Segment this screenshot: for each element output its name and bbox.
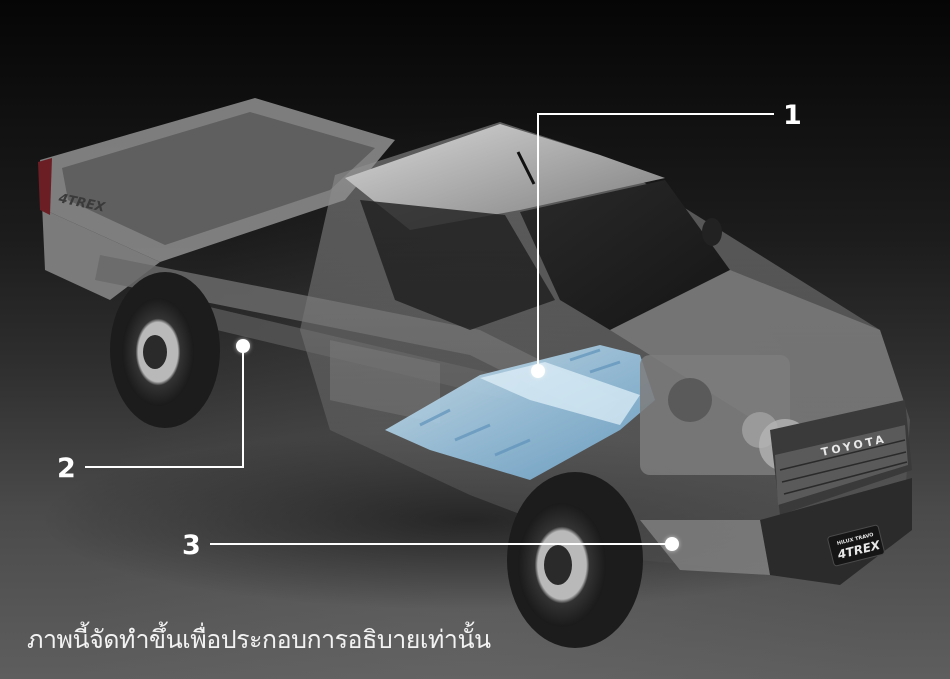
callout-3-label[interactable]: 3: [182, 530, 201, 561]
callout-2-label[interactable]: 2: [57, 453, 76, 484]
callout-3-marker-dot[interactable]: [665, 537, 679, 551]
side-mirror: [702, 218, 722, 246]
illustration-disclaimer: ภาพนี้จัดทำขึ้นเพื่อประกอบการอธิบายเท่าน…: [27, 625, 491, 654]
windshield: [520, 180, 730, 330]
front-bumper: [760, 478, 912, 585]
front-lower-panel: [640, 520, 770, 575]
callout-1-horizontal-line: [537, 113, 774, 115]
cab-roof: [345, 124, 665, 230]
callout-3-horizontal-line: [210, 543, 670, 545]
callout-1-vertical-line: [537, 113, 539, 370]
front-wheel: [507, 472, 643, 648]
rear-wheel: [110, 272, 220, 428]
tail-light: [38, 158, 52, 215]
hood: [610, 270, 905, 430]
cargo-bed: 4TREX: [38, 98, 395, 300]
callout-2-horizontal-line: [85, 466, 244, 468]
callout-2-vertical-line: [242, 346, 244, 468]
antenna: [516, 151, 536, 185]
front-fascia: TOYOTA HILUX TRAVO 4TREX: [640, 400, 912, 585]
callout-1-label[interactable]: 1: [783, 100, 802, 131]
callout-1-marker-dot[interactable]: [531, 364, 545, 378]
cabin-floor-panel-highlight: [385, 345, 655, 480]
side-window: [360, 200, 555, 330]
callout-2-marker-dot[interactable]: [236, 339, 250, 353]
grille-mesh: [775, 425, 908, 505]
